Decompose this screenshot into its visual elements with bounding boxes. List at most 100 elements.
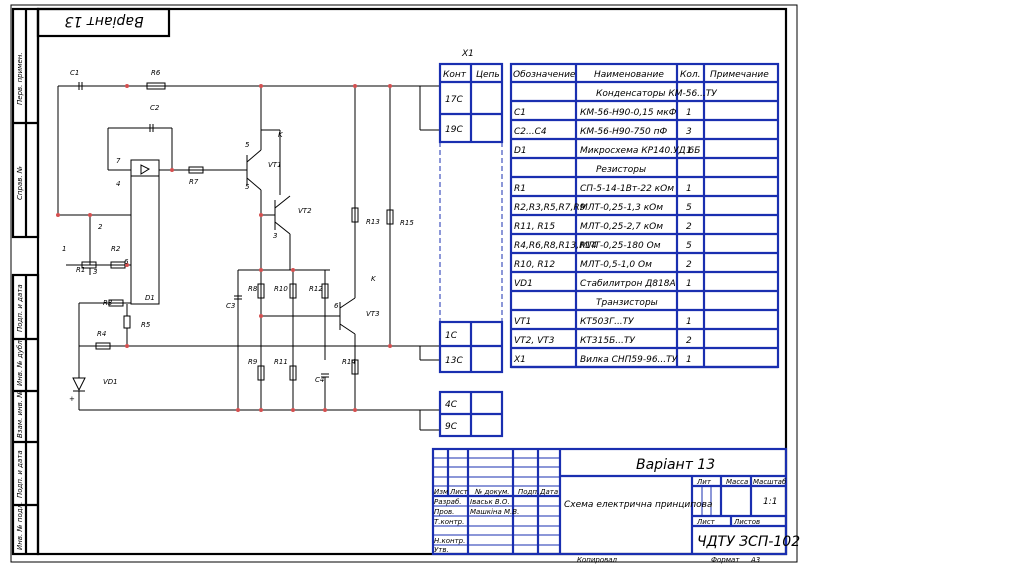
connector-header-contact: Конт [443, 70, 467, 80]
side-label-7: Инв. № подл. [16, 502, 24, 550]
bom-cell-qty: 2 [686, 260, 692, 270]
component-label: 5 [245, 141, 250, 149]
corner-mark: Варіант 13 [64, 13, 143, 29]
side-label-3: Подп. и дата [16, 284, 24, 332]
bom-cell-ref: C2...C4 [514, 127, 547, 137]
component-label: 7 [116, 157, 121, 165]
component-label: R13 [366, 218, 380, 226]
bom-header-note: Примечание [710, 70, 769, 80]
bom-cell-qty: 1 [686, 317, 692, 327]
connector-ref: X1 [461, 49, 474, 59]
bom-cell-qty: 5 [686, 241, 692, 251]
component-label: R8 [248, 285, 258, 293]
bom-cell-qty: 1 [686, 279, 692, 289]
component-label: D1 [145, 294, 155, 302]
checker-name: Машкіна М.В. [470, 508, 519, 516]
bom-cell-qty: 1 [686, 355, 692, 365]
bom-cell-qty: 2 [686, 336, 692, 346]
document-title: Схема електрична принципова [564, 500, 712, 510]
developer-name: Іваськ В.О. [470, 498, 510, 506]
format-label: Формат [711, 556, 740, 564]
component-label: 6 [334, 302, 339, 310]
bom-cell-qty: 1 [686, 146, 692, 156]
bom-cell-name: МЛТ-0,25-180 Ом [580, 241, 661, 251]
bom-cell-qty: 2 [686, 222, 692, 232]
component-label: K [371, 275, 377, 283]
bom-header-ref: Обозначение [513, 70, 576, 80]
bom-cell-name: Микросхема КР140.УД 6Б [580, 146, 700, 156]
component-label: 5 [245, 183, 250, 191]
component-label: + [69, 395, 75, 403]
side-strip: Перв. примен. Справ. № Подп. и дата Инв.… [11, 7, 40, 556]
col-label-doc: № докум. [474, 488, 510, 496]
bom-rows: Конденсаторы КМ-56...ТУ C1 КМ-56-Н90-0,15 … [511, 89, 778, 369]
bom-cell-name: Транзисторы [596, 298, 658, 308]
bom-cell-qty: 5 [686, 203, 692, 213]
component-label: R2 [111, 245, 121, 253]
bom-cell-name: КМ-56-Н90-750 пФ [580, 127, 667, 137]
mass-label: Масса [726, 478, 748, 486]
connector-header-circuit: Цепь [476, 70, 500, 80]
component-label: 6 [124, 258, 129, 266]
col-label-sign: Подп. [518, 488, 539, 496]
sheets-label: Листов [733, 518, 760, 526]
component-label: R11 [274, 358, 288, 366]
bom-cell-name: МЛТ-0,25-2,7 кОм [580, 222, 663, 232]
contact-19c: 19С [445, 125, 463, 135]
bom-cell-ref: C1 [514, 108, 526, 118]
contact-9c: 9С [445, 422, 458, 432]
component-label: VT2 [298, 207, 312, 215]
bom-cell-name: Конденсаторы КМ-56...ТУ [596, 89, 717, 99]
contact-4c: 4С [445, 400, 458, 410]
component-label: R10 [274, 285, 288, 293]
bom-cell-qty: 1 [686, 108, 692, 118]
component-label: R1 [76, 266, 85, 274]
component-label: K [278, 131, 284, 139]
bom-cell-ref: R11, R15 [514, 222, 555, 232]
sheet-label: Лист [696, 518, 716, 526]
component-label: R5 [141, 321, 151, 329]
bom-cell-name: МЛТ-0,25-1,3 кОм [580, 203, 663, 213]
contact-17c: 17С [445, 95, 463, 105]
component-label: VT1 [268, 161, 282, 169]
bom-table: Обозначение Наименование Кол. Примечание… [509, 62, 780, 369]
component-label: 4 [116, 180, 120, 188]
contact-13c: 13С [445, 356, 463, 366]
bom-cell-ref: VT1 [514, 317, 531, 327]
copied-label: Копировал [577, 556, 618, 564]
component-label: R4 [97, 330, 106, 338]
bom-cell-name: Резисторы [596, 165, 646, 175]
row-label-dev: Разраб. [434, 498, 462, 506]
component-label: VD1 [103, 378, 118, 386]
bom-cell-name: КТ315Б...ТУ [580, 336, 635, 346]
bom-cell-name: КМ-56-Н90-0,15 мкФ [580, 108, 677, 118]
contact-1c: 1С [445, 331, 458, 341]
component-label: 1 [62, 245, 66, 253]
bom-cell-qty: 1 [686, 184, 692, 194]
row-label-tcontr: Т.контр. [434, 518, 464, 526]
component-label: R15 [400, 219, 414, 227]
component-label: R9 [248, 358, 258, 366]
side-label-5: Взам. инв. № [16, 390, 24, 438]
component-label: 2 [98, 223, 103, 231]
component-label: C4 [315, 376, 324, 384]
component-label: C2 [150, 104, 160, 112]
scale-value: 1:1 [763, 497, 777, 507]
bom-cell-name: Вилка СНП59-96...ТУ [580, 355, 678, 365]
col-label-izm: Изм [434, 488, 449, 496]
bom-cell-ref: R2,R3,R5,R7,R9 [514, 203, 586, 213]
scale-label: Масштаб [753, 478, 787, 486]
side-label-2: Справ. № [16, 166, 24, 200]
bom-cell-ref: VD1 [514, 279, 533, 289]
bom-cell-name: СП-5-14-1Вт-22 кОм [580, 184, 674, 194]
side-label-6: Подп. и дата [16, 450, 24, 498]
bom-cell-name: Стабилитрон Д818А [580, 279, 676, 289]
title-block: Изм Лист № докум. Подп. Дата Разраб. Про… [431, 447, 800, 564]
format-value: А3 [750, 556, 760, 564]
col-label-date: Дата [539, 488, 558, 496]
bom-header-name: Наименование [594, 70, 664, 80]
bom-cell-ref: R4,R6,R8,R13,R14 [514, 241, 597, 251]
